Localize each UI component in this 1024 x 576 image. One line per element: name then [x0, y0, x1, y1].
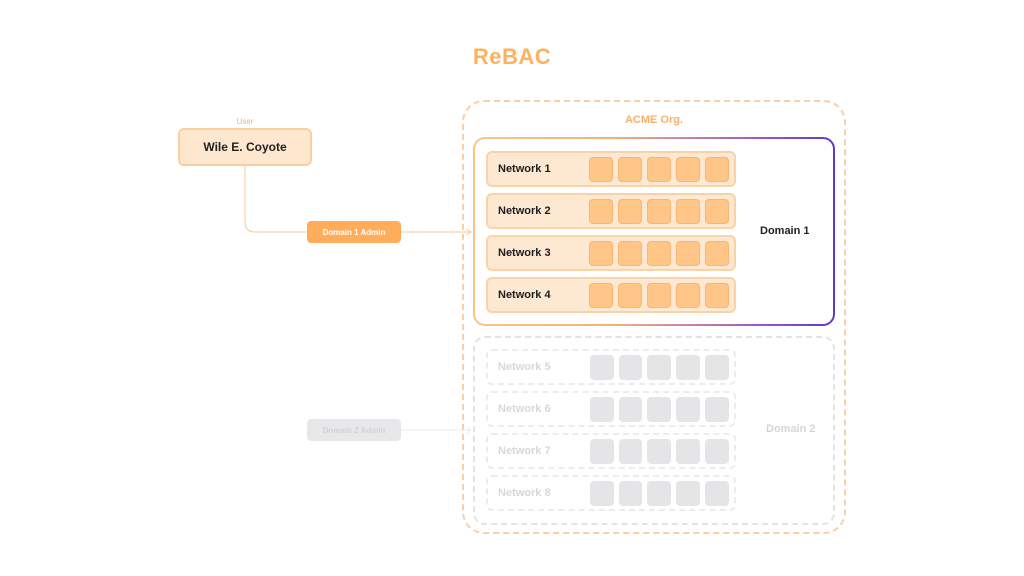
role-domain-2-admin[interactable]: Domain 2 Admin [307, 419, 401, 441]
resource-block [676, 480, 701, 506]
resource-block [647, 198, 672, 224]
resource-block [589, 396, 614, 422]
resource-block [676, 156, 701, 182]
resource-block [647, 396, 672, 422]
network-8-row[interactable]: Network 8 [486, 475, 736, 511]
network-6-row[interactable]: Network 6 [486, 391, 736, 427]
resource-block [705, 282, 729, 308]
arrowhead-domain1 [465, 228, 472, 236]
role-label: Domain 2 Admin [322, 425, 386, 435]
resource-block [676, 438, 701, 464]
resource-block [589, 282, 614, 308]
network-4-row[interactable]: Network 4 [486, 277, 736, 313]
user-name: Wile E. Coyote [203, 140, 287, 154]
resource-block [618, 396, 643, 422]
network-name: Network 7 [498, 445, 551, 457]
network-name: Network 1 [498, 163, 551, 175]
org-container [462, 100, 846, 534]
network-name: Network 5 [498, 361, 551, 373]
role-label: Domain 1 Admin [322, 227, 386, 237]
resource-block [618, 198, 643, 224]
resource-block [705, 240, 729, 266]
user-node[interactable]: Wile E. Coyote [178, 128, 312, 166]
network-2-row[interactable]: Network 2 [486, 193, 736, 229]
network-name: Network 2 [498, 205, 551, 217]
resource-block [647, 354, 672, 380]
resource-block [618, 240, 643, 266]
network-3-row[interactable]: Network 3 [486, 235, 736, 271]
network-name: Network 3 [498, 247, 551, 259]
domain-2-container [473, 336, 835, 525]
resource-block [705, 156, 729, 182]
arrowhead-domain2 [465, 426, 472, 434]
domain-1-label: Domain 1 [760, 225, 810, 237]
resource-block [705, 354, 730, 380]
network-1-row[interactable]: Network 1 [486, 151, 736, 187]
resource-block [589, 480, 614, 506]
network-name: Network 8 [498, 487, 551, 499]
resource-block [647, 240, 672, 266]
resource-block [647, 480, 672, 506]
resource-block [647, 282, 672, 308]
resource-block [618, 354, 643, 380]
resource-block [676, 354, 701, 380]
role-domain-1-admin[interactable]: Domain 1 Admin [307, 221, 401, 243]
resource-block [705, 438, 730, 464]
domain-2-label: Domain 2 [766, 423, 816, 435]
connector-user-to-role [244, 166, 307, 233]
network-name: Network 4 [498, 289, 551, 301]
resource-block [618, 480, 643, 506]
resource-block [589, 240, 614, 266]
org-label: ACME Org. [624, 114, 684, 126]
resource-block [589, 156, 614, 182]
user-type-label: User [236, 117, 254, 126]
resource-block [676, 198, 701, 224]
resource-block [705, 396, 730, 422]
network-5-row[interactable]: Network 5 [486, 349, 736, 385]
resource-block [618, 438, 643, 464]
resource-block [589, 198, 614, 224]
resource-block [705, 480, 730, 506]
resource-block [676, 240, 701, 266]
network-name: Network 6 [498, 403, 551, 415]
resource-block [589, 438, 614, 464]
network-7-row[interactable]: Network 7 [486, 433, 736, 469]
resource-block [647, 156, 672, 182]
resource-block [676, 396, 701, 422]
resource-block [647, 438, 672, 464]
resource-block [705, 198, 729, 224]
resource-block [618, 282, 643, 308]
resource-block [618, 156, 643, 182]
resource-block [589, 354, 614, 380]
diagram-title: ReBAC [472, 44, 552, 69]
resource-block [676, 282, 701, 308]
